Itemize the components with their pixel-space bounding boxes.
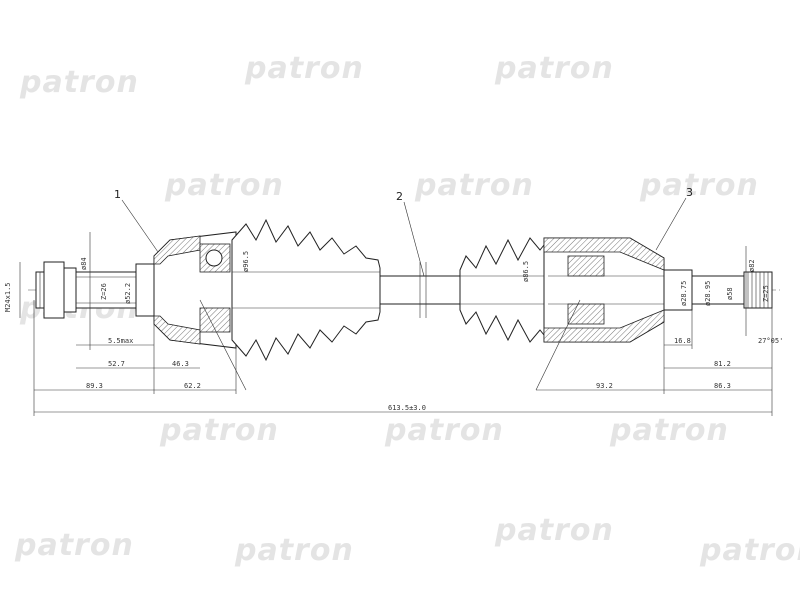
dimension-thread: M24x1.5	[4, 262, 21, 318]
watermark-logo: patron	[699, 533, 800, 568]
dimension-label: ø28.75	[680, 281, 688, 306]
dimension-label: ø86.5	[522, 261, 530, 282]
dimension-label: M24x1.5	[4, 282, 12, 312]
dimension-label: ø84	[80, 257, 88, 270]
dimension-label: 27°05'	[758, 337, 783, 345]
horizontal-dimensions: 5.5max 52.7 46.3 89.3 62.2 613.5±3.0 93.…	[33, 299, 783, 416]
watermark-logo: patron	[494, 513, 614, 548]
watermark-logo: patron	[244, 51, 364, 86]
dimension-label: 93.2	[596, 382, 613, 390]
outer-cv-joint-housing	[153, 231, 237, 349]
dimension-label: ø28.95	[704, 281, 712, 306]
dimension-label: 86.3	[714, 382, 731, 390]
watermark-logo: patron	[494, 51, 614, 86]
dimension-label: ø52.2	[124, 283, 132, 304]
dimension-label: 81.2	[714, 360, 731, 368]
watermark-logo: patron	[414, 168, 534, 203]
dimension-label: 52.7	[108, 360, 125, 368]
dimension-label: 62.2	[184, 382, 201, 390]
dimension-label: 5.5max	[108, 337, 133, 345]
dimension-label: ø58	[726, 287, 734, 300]
watermark-logo: patron	[159, 413, 279, 448]
watermark-logo: patron	[639, 168, 759, 203]
inner-cv-joint-stub	[663, 269, 773, 311]
dimension-label: 613.5±3.0	[388, 404, 426, 412]
diameter-labels: ø84 Z=26 ø52.2 ø96.5 ø86.5 ø28.75 ø28.95…	[80, 232, 770, 350]
outer-cv-joint-stub	[35, 261, 155, 319]
callout-number: 2	[396, 190, 403, 203]
dimension-label: Z=25	[762, 285, 770, 302]
callout-1: 1	[114, 188, 159, 253]
dimension-label: ø96.5	[242, 251, 250, 272]
watermark-logo: patron	[234, 533, 354, 568]
dimension-label: Z=26	[100, 283, 108, 300]
inner-cv-joint-housing	[543, 237, 665, 343]
dimension-label: ø82	[748, 259, 756, 272]
dimension-label: 46.3	[172, 360, 189, 368]
intermediate-shaft	[379, 262, 461, 318]
watermark-logo: patron	[14, 528, 134, 563]
watermark-logo: patron	[164, 168, 284, 203]
callout-3: 3	[655, 186, 693, 251]
dimension-label: 89.3	[86, 382, 103, 390]
callout-2: 2	[396, 190, 425, 277]
watermark-logo: patron	[19, 65, 139, 100]
watermark-logo: patron	[384, 413, 504, 448]
callout-number: 3	[686, 186, 693, 199]
callout-number: 1	[114, 188, 121, 201]
dimension-label: 16.8	[674, 337, 691, 345]
inner-boot	[459, 237, 549, 343]
watermark-logo: patron	[609, 413, 729, 448]
outer-boot	[231, 218, 381, 362]
